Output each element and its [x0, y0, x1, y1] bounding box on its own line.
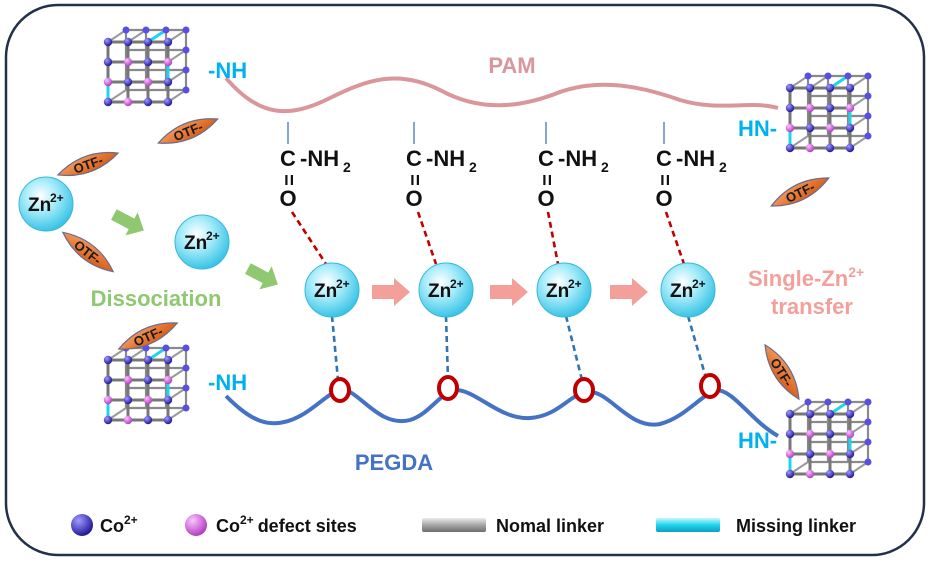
dissociation-arrow-2 — [245, 263, 278, 290]
legend-co-icon — [71, 514, 93, 536]
svg-text:Zn: Zn — [314, 281, 337, 302]
amide-group-2: C -NH 2 = O — [403, 122, 477, 211]
svg-text:2+: 2+ — [450, 277, 464, 291]
legend-normal-linker-label: Nomal linker — [496, 516, 604, 536]
legend-missing-linker-label: Missing linker — [736, 516, 856, 536]
svg-text:=: = — [653, 174, 675, 186]
zn-ion-chain-2: Zn 2+ — [418, 262, 474, 318]
svg-text:=: = — [277, 174, 299, 186]
svg-text:Zn: Zn — [184, 233, 207, 254]
svg-text:2: 2 — [601, 159, 609, 175]
pam-chain — [224, 76, 779, 114]
svg-text:2+: 2+ — [336, 277, 350, 291]
pegda-chain — [224, 387, 779, 438]
svg-text:2: 2 — [719, 159, 727, 175]
transfer-label-line1: Single-Zn2+ — [748, 264, 864, 291]
svg-text:-NH: -NH — [426, 146, 465, 171]
pam-label: PAM — [488, 53, 535, 78]
legend-defect-icon — [185, 514, 207, 536]
svg-text:2+: 2+ — [206, 229, 220, 243]
dissociation-arrow-1 — [111, 209, 144, 236]
amide-group-3: C -NH 2 = O — [535, 122, 609, 211]
transfer-label-line2: transfer — [771, 294, 853, 319]
nh-label-bottom-left: -NH — [208, 370, 247, 395]
zn-ion-chain-1: Zn 2+ — [304, 262, 360, 318]
hn-label-top-right: HN- — [738, 116, 777, 141]
zn-ion-free-2: Zn 2+ — [174, 214, 230, 270]
pegda-oxygen-3 — [573, 377, 595, 403]
zn-o-bonds-bottom — [330, 315, 708, 381]
svg-text:O: O — [279, 186, 296, 211]
nh-label-top-left: -NH — [208, 58, 247, 83]
pegda-oxygen-2 — [437, 375, 459, 401]
svg-text:2+: 2+ — [568, 277, 582, 291]
legend: Co2+ Co2+defect sites Nomal linker Missi… — [71, 513, 856, 536]
svg-text:C: C — [656, 146, 672, 171]
zn-ion-chain-3: Zn 2+ — [536, 262, 592, 318]
svg-text:Zn: Zn — [428, 281, 451, 302]
svg-text:Zn: Zn — [28, 195, 51, 216]
svg-text:C: C — [538, 146, 554, 171]
pegda-oxygen-1 — [329, 377, 351, 403]
amide-group-1: C -NH 2 = O — [277, 122, 351, 211]
legend-co-label: Co2+ — [100, 513, 138, 536]
dissociation-label: Dissociation — [91, 286, 222, 311]
svg-text:2: 2 — [469, 159, 477, 175]
transfer-arrow-2 — [490, 278, 528, 306]
transfer-arrow-1 — [372, 278, 410, 306]
pegda-oxygen-4 — [699, 373, 721, 399]
legend-normal-linker-icon — [422, 518, 486, 532]
svg-text:O: O — [655, 186, 672, 211]
svg-text:2+: 2+ — [50, 191, 64, 205]
svg-text:Zn: Zn — [546, 281, 569, 302]
amide-group-4: C -NH 2 = O — [653, 122, 727, 211]
svg-text:=: = — [403, 174, 425, 186]
zn-ion-chain-4: Zn 2+ — [660, 262, 716, 318]
svg-text:C: C — [406, 146, 422, 171]
svg-text:O: O — [405, 186, 422, 211]
svg-text:-NH: -NH — [558, 146, 597, 171]
svg-text:C: C — [280, 146, 296, 171]
transfer-arrow-3 — [610, 278, 648, 306]
zn-ion-free-1: Zn 2+ — [18, 176, 74, 232]
legend-missing-linker-icon — [656, 518, 720, 532]
legend-defect-label: Co2+defect sites — [216, 513, 357, 536]
svg-text:2: 2 — [343, 159, 351, 175]
svg-text:=: = — [535, 174, 557, 186]
pegda-label: PEGDA — [355, 450, 433, 475]
zn-o-bonds-top — [290, 211, 686, 265]
svg-text:-NH: -NH — [300, 146, 339, 171]
svg-text:-NH: -NH — [676, 146, 715, 171]
svg-text:2+: 2+ — [692, 277, 706, 291]
svg-text:Zn: Zn — [670, 281, 693, 302]
hn-label-bottom-right: HN- — [738, 428, 777, 453]
svg-text:O: O — [537, 186, 554, 211]
